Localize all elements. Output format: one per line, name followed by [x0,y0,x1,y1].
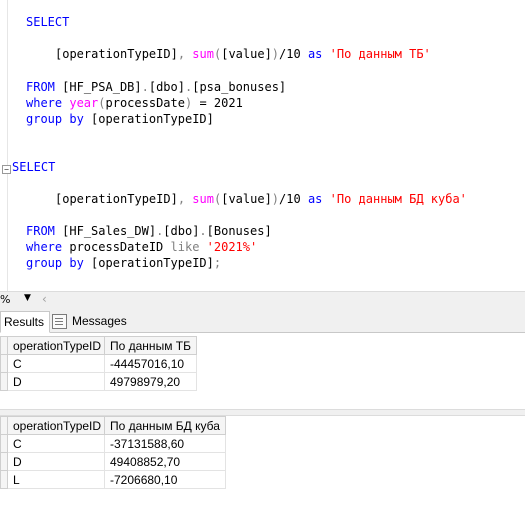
zoom-dropdown-icon[interactable]: ▼ [24,293,31,303]
table-row[interactable]: D 49408852,70 [0,452,226,471]
scroll-left-icon[interactable]: ‹ [42,292,47,306]
code-line: FROM [HF_PSA_DB].[dbo].[psa_bonuses] [26,80,287,94]
row-header[interactable] [0,354,8,373]
zoom-level[interactable]: % [0,293,11,306]
editor-status-bar: % ▼ ‹ [0,291,525,308]
grid-cell[interactable]: C [7,434,105,453]
row-header[interactable] [0,372,8,391]
code-line: where year(processDate) = 2021 [26,96,243,110]
row-header[interactable] [0,470,8,489]
results-pane: operationTypeID По данным ТБ C -44457016… [0,333,525,529]
tab-results[interactable]: Results [0,311,50,333]
code-line: [operationTypeID], sum([value])/10 as 'П… [55,47,431,61]
grid-cell[interactable]: -44457016,10 [104,354,197,373]
grid-cell[interactable]: L [7,470,105,489]
grid-cell[interactable]: -37131588,60 [104,434,226,453]
column-header[interactable]: По данным ТБ [104,336,197,355]
code-line: where processDateID like '2021%' [26,240,258,254]
results-tab-bar: Results Messages [0,308,525,333]
grid-cell[interactable]: D [7,452,105,471]
table-row[interactable]: C -37131588,60 [0,434,226,453]
grid-header-row: operationTypeID По данным ТБ [0,336,197,355]
grid-cell[interactable]: 49408852,70 [104,452,226,471]
code-line: SELECT [26,15,70,29]
column-header[interactable]: operationTypeID [7,336,105,355]
grid-cell[interactable]: D [7,372,105,391]
grid-cell[interactable]: 49798979,20 [104,372,197,391]
table-row[interactable]: C -44457016,10 [0,354,197,373]
tab-messages[interactable]: Messages [50,311,127,331]
row-header [0,416,8,435]
collapse-toggle-icon[interactable]: − [2,165,11,174]
code-line: [operationTypeID], sum([value])/10 as 'П… [55,192,467,206]
row-header [0,336,8,355]
grid-header-row: operationTypeID По данным БД куба [0,416,226,435]
editor-margin [7,0,8,291]
code-line: group by [operationTypeID] [26,112,214,126]
result-grid-1[interactable]: operationTypeID По данным ТБ C -44457016… [0,336,197,391]
column-header[interactable]: operationTypeID [7,416,105,435]
table-row[interactable]: D 49798979,20 [0,372,197,391]
grid-splitter[interactable] [0,409,525,416]
query-editor[interactable]: − SELECT [operationTypeID], sum([value])… [0,0,525,291]
messages-icon [52,314,67,329]
grid-cell[interactable]: C [7,354,105,373]
result-grid-2[interactable]: operationTypeID По данным БД куба C -371… [0,416,226,489]
grid-cell[interactable]: -7206680,10 [104,470,226,489]
row-header[interactable] [0,434,8,453]
code-line: group by [operationTypeID]; [26,256,222,270]
code-line: SELECT [12,160,56,174]
row-header[interactable] [0,452,8,471]
table-row[interactable]: L -7206680,10 [0,470,226,489]
column-header[interactable]: По данным БД куба [104,416,226,435]
code-line: FROM [HF_Sales_DW].[dbo].[Bonuses] [26,224,272,238]
tab-messages-label: Messages [72,314,127,328]
